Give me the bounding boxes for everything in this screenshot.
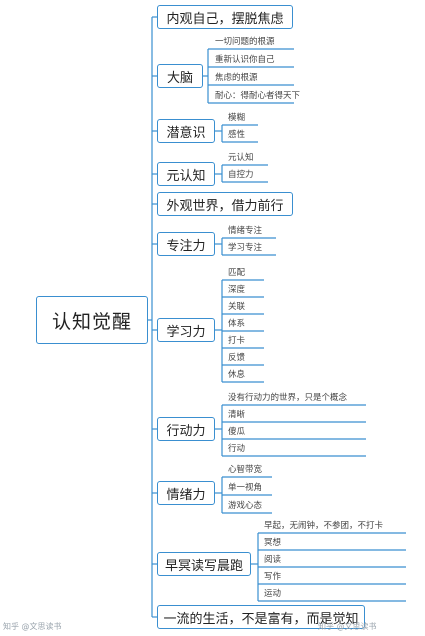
branch-node-brain: 大脑 [157,64,203,88]
branch-node-morning-routine: 早冥读写晨跑 [157,552,251,576]
leaf-morning-2: 阅读 [264,555,282,565]
leaf-learning-4: 打卡 [228,336,246,346]
leaf-metacognition-1: 自控力 [228,170,254,180]
leaf-morning-4: 运动 [264,589,282,599]
branch-label: 大脑 [166,70,193,86]
branch-node-focus: 专注力 [157,232,215,256]
leaf-brain-3: 耐心：得耐心者得天下 [215,91,301,101]
leaf-learning-3: 体系 [228,319,246,329]
branch-node-metacognition: 元认知 [157,162,215,186]
leaf-action-3: 行动 [228,444,246,454]
watermark-left: 知乎 @文思读书 [3,622,62,631]
leaf-learning-1: 深度 [228,285,246,295]
leaf-learning-0: 匹配 [228,268,246,278]
root-label: 认知觉醒 [51,310,132,333]
leaf-brain-2: 焦虑的根源 [215,73,258,83]
branch-node-subconscious: 潜意识 [157,119,215,143]
leaf-focus-0: 情绪专注 [228,226,263,236]
branch-label: 专注力 [166,238,206,254]
leaf-action-2: 傻瓜 [228,427,246,437]
branch-node-first-class-life: 一流的生活，不是富有，而是觉知 [157,605,365,629]
branch-label: 外观世界，借力前行 [166,198,284,214]
branch-node-action: 行动力 [157,417,215,441]
leaf-subconscious-0: 模糊 [228,113,246,123]
leaf-emotion-1: 单一视角 [228,483,263,493]
branch-label: 情绪力 [166,487,206,503]
leaf-focus-1: 学习专注 [228,243,263,253]
leaf-subconscious-1: 感性 [228,130,246,140]
watermark-right: 知乎 @文思读书 [318,622,377,631]
branch-node-outer-world: 外观世界，借力前行 [157,192,293,216]
leaf-morning-0: 早起，无闹钟，不参团，不打卡 [264,521,384,531]
branch-label: 元认知 [166,168,206,184]
leaf-metacognition-0: 元认知 [228,153,254,163]
branch-label: 内观自己，摆脱焦虑 [166,11,284,27]
leaf-brain-1: 重新认识你自己 [215,55,275,65]
leaf-action-0: 没有行动力的世界，只是个概念 [228,393,348,403]
branch-label: 一流的生活，不是富有，而是觉知 [163,611,359,627]
leaf-morning-1: 冥想 [264,538,282,548]
branch-label: 学习力 [166,324,206,340]
leaf-morning-3: 写作 [264,572,282,582]
leaf-brain-0: 一切问题的根源 [215,37,275,47]
leaf-learning-5: 反馈 [228,353,246,363]
branch-label: 早冥读写晨跑 [164,558,243,574]
branch-label: 潜意识 [166,125,206,141]
branch-node-emotion: 情绪力 [157,481,215,505]
leaf-emotion-0: 心智带宽 [228,465,263,475]
leaf-learning-6: 休息 [228,370,246,380]
branch-node-learning: 学习力 [157,318,215,342]
branch-node-inner-self: 内观自己，摆脱焦虑 [157,5,293,29]
leaf-action-1: 清晰 [228,410,246,420]
root-node: 认知觉醒 [36,296,148,344]
leaf-emotion-2: 游戏心态 [228,501,263,511]
leaf-learning-2: 关联 [228,302,246,312]
branch-label: 行动力 [166,423,206,439]
